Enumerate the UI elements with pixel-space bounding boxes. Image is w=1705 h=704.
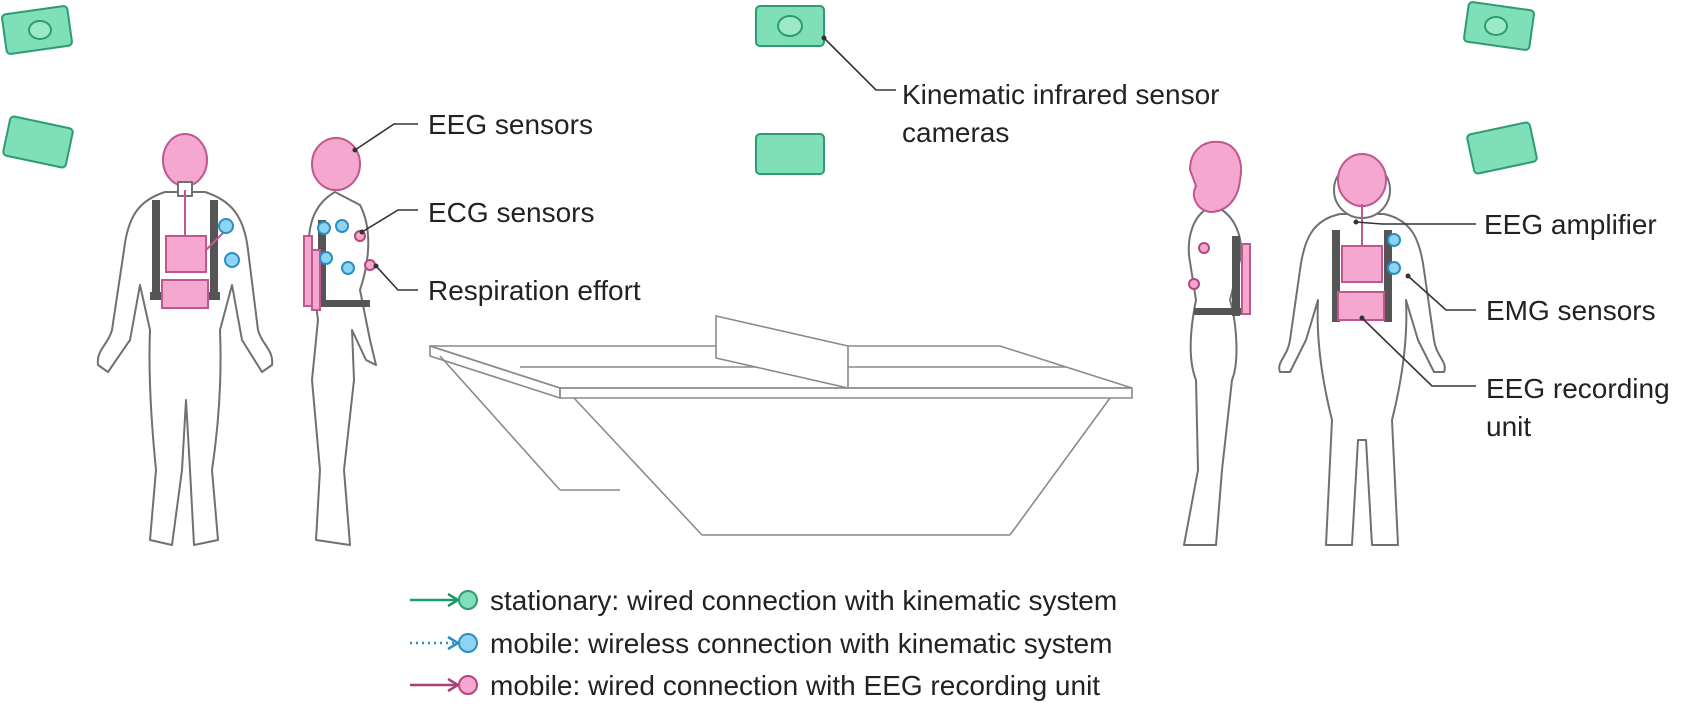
label-eeg-recording-line1: EEG recording <box>1486 373 1670 404</box>
camera-mid-left <box>2 115 74 169</box>
legend: stationary: wired connection with kinema… <box>410 585 1117 701</box>
camera-mid-right <box>1466 121 1538 175</box>
legend-text-eeg-wired: mobile: wired connection with EEG record… <box>490 670 1100 701</box>
label-emg-sensors: EMG sensors <box>1486 295 1656 326</box>
label-eeg-amplifier: EEG amplifier <box>1484 209 1657 240</box>
legend-dot-green <box>458 590 478 610</box>
figure-female-back <box>1278 153 1446 546</box>
figure-male-back <box>96 133 274 546</box>
camera-mid-center <box>755 133 825 175</box>
legend-item-eeg-wired: mobile: wired connection with EEG record… <box>410 670 1100 701</box>
label-eeg-sensors: EEG sensors <box>428 109 593 140</box>
label-eeg-recording-line2: unit <box>1486 411 1531 442</box>
camera-top-left <box>1 5 73 55</box>
figure-female-side <box>1183 140 1251 546</box>
label-kinematic-cameras-line1: Kinematic infrared sensor <box>902 79 1219 110</box>
camera-top-center <box>755 5 825 47</box>
legend-text-wireless: mobile: wireless connection with kinemat… <box>490 628 1112 659</box>
legend-dot-blue <box>458 633 478 653</box>
leader-lines <box>352 35 1476 387</box>
ping-pong-table <box>429 314 1133 536</box>
legend-item-stationary: stationary: wired connection with kinema… <box>410 585 1117 616</box>
label-respiration-effort: Respiration effort <box>428 275 641 306</box>
label-ecg-sensors: ECG sensors <box>428 197 595 228</box>
legend-item-wireless: mobile: wireless connection with kinemat… <box>410 628 1112 659</box>
camera-top-right <box>1463 1 1535 51</box>
label-kinematic-cameras-line2: cameras <box>902 117 1009 148</box>
figure-male-side <box>303 137 377 546</box>
legend-text-stationary: stationary: wired connection with kinema… <box>490 585 1117 616</box>
legend-dot-pink <box>458 675 478 695</box>
